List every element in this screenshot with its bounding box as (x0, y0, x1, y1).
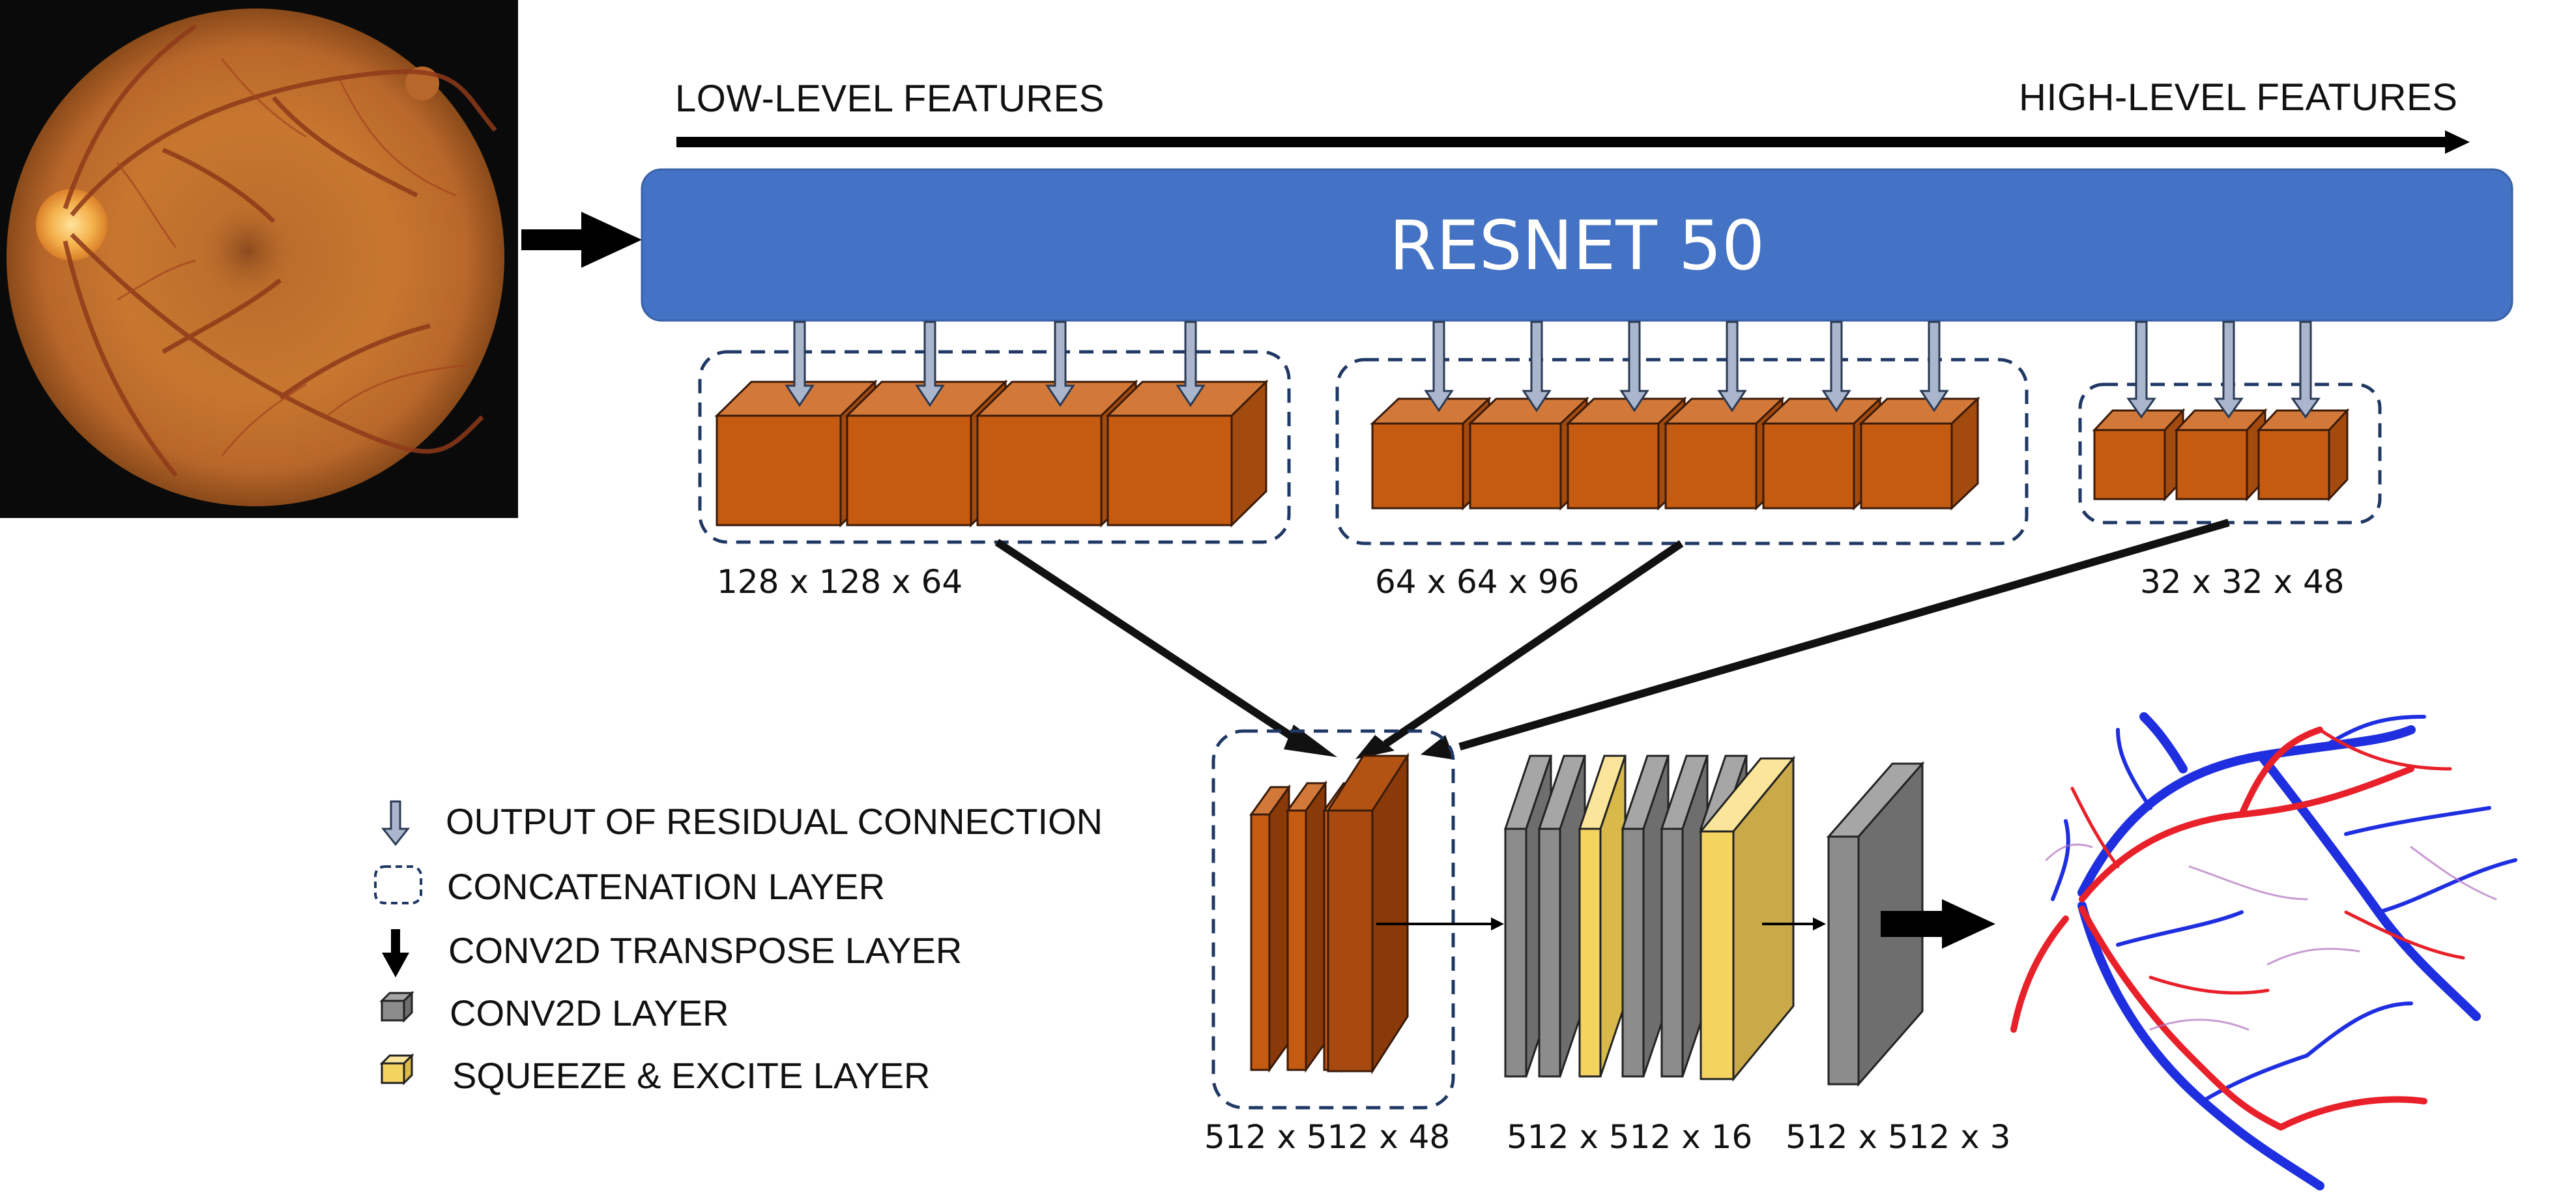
squeeze-excite-cube-icon (379, 1053, 414, 1086)
decoder-concat-box (1211, 729, 1455, 1110)
residual-output-arrow-icon (2214, 321, 2244, 419)
legend-squeeze-excite-text: SQUEEZE & EXCITE LAYER (452, 1055, 931, 1096)
decoder-conv-dims: 512 x 512 x 16 (1507, 1118, 1753, 1156)
legend-residual-output-text: OUTPUT OF RESIDUAL CONNECTION (446, 801, 1103, 842)
concat-slab (1286, 780, 1327, 1073)
squeeze-excite-slab (1578, 755, 1627, 1078)
feature-group-2-blocks (1370, 396, 1980, 511)
concat-group-1-box (698, 350, 1291, 544)
high-level-features-label: HIGH-LEVEL FEATURES (2019, 76, 2458, 119)
feature-block (1105, 379, 1269, 528)
feature-block (1859, 396, 1980, 511)
concat-slab (1326, 752, 1410, 1075)
vessel-segmentation-output (2010, 712, 2517, 1190)
conv2d-transpose-arrows (994, 519, 2230, 760)
conv2d-slab (1660, 755, 1709, 1078)
concat-group-2-box (1335, 358, 2029, 545)
feature-block (2174, 408, 2268, 502)
transpose-arrow-1 (994, 538, 1306, 748)
residual-output-arrow-icon (915, 321, 945, 407)
residual-output-arrow-icon (1821, 321, 1851, 412)
feature-group-1-blocks (714, 379, 1269, 528)
feature-group-3-blocks (2092, 408, 2350, 502)
transpose-arrow-3 (1458, 519, 2230, 751)
conv2d-cube-icon (379, 990, 414, 1023)
residual-output-arrows (785, 321, 2321, 419)
residual-output-arrow-icon (1176, 321, 1206, 407)
feature-group-2-dims: 64 x 64 x 96 (1375, 563, 1580, 601)
residual-output-arrow-icon (1522, 321, 1552, 412)
residual-output-arrow-icon (381, 800, 411, 846)
resnet50-block (641, 168, 2513, 322)
transpose-arrow-2 (1383, 540, 1684, 747)
feature-block (2092, 408, 2186, 502)
residual-output-arrow-icon (1919, 321, 1949, 412)
legend-icons (374, 800, 422, 1086)
decoder-final-dims: 512 x 512 x 3 (1786, 1118, 2011, 1156)
feature-level-arrow (676, 130, 2470, 154)
residual-output-arrow-icon (1619, 321, 1649, 412)
concatenation-dashed-box-icon (374, 865, 422, 904)
conv2d-transpose-arrow-icon (382, 929, 409, 977)
residual-output-arrow-icon (2126, 321, 2156, 419)
input-arrow (521, 212, 642, 268)
conv-se-stack (1503, 755, 1796, 1082)
feature-block (2256, 408, 2350, 502)
residual-output-arrow-icon (2291, 321, 2321, 419)
output-arrow (1881, 899, 1995, 949)
legend-conv2d-text: CONV2D LAYER (450, 992, 729, 1033)
low-level-features-label: LOW-LEVEL FEATURES (675, 78, 1105, 120)
fundus-input-image (0, 0, 518, 518)
feature-group-3-dims: 32 x 32 x 48 (2140, 563, 2345, 601)
decoder-concat-slabs (1249, 752, 1410, 1075)
residual-output-arrow-icon (1424, 321, 1454, 412)
feature-group-1-dims: 128 x 128 x 64 (717, 563, 963, 601)
legend-concatenation-text: CONCATENATION LAYER (447, 866, 886, 907)
residual-output-arrow-icon (1717, 321, 1747, 412)
residual-output-arrow-icon (785, 321, 815, 407)
decoder-concat-dims: 512 x 512 x 48 (1204, 1118, 1451, 1156)
legend-conv2d-transpose-text: CONV2D TRANSPOSE LAYER (448, 930, 962, 971)
resnet50-title: RESNET 50 (1389, 206, 1765, 285)
concat-slab (1249, 784, 1291, 1073)
squeeze-excite-slab (1698, 755, 1796, 1082)
residual-output-arrow-icon (1045, 321, 1075, 407)
